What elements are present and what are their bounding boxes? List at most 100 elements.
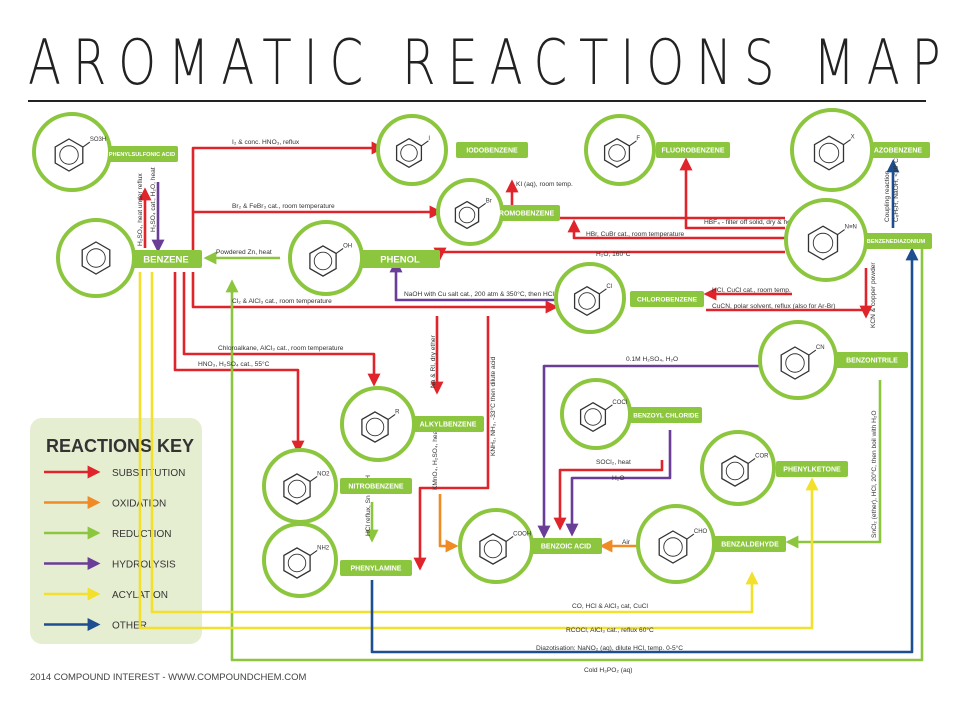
node-circle xyxy=(554,262,626,334)
cond-bromo: Br₂ & FeBr₃ cat., room temperature xyxy=(232,203,335,210)
node-circle xyxy=(758,320,838,400)
substituent-bond xyxy=(686,533,695,540)
benzene-ring-icon xyxy=(81,241,111,275)
cond-cucn: CuCN, polar solvent, reflux (also for Ar… xyxy=(712,303,836,310)
aromatic-circle-icon xyxy=(287,553,307,573)
node-label-bg xyxy=(630,407,702,423)
benzene-ring-icon xyxy=(283,473,311,505)
substituent-label: X xyxy=(851,135,855,141)
substituent-label: OH xyxy=(343,243,352,249)
node-label-bg xyxy=(630,291,704,307)
node-circle xyxy=(700,430,776,506)
benzene-ring-icon xyxy=(721,455,749,487)
node-benzene: BENZENE xyxy=(56,218,202,298)
arrow-chlorobenzene-to-phenylamine xyxy=(413,316,490,571)
aromatic-circle-icon xyxy=(725,461,745,481)
aromatic-circle-icon xyxy=(59,145,79,165)
arrow-diazonium-to-fluorobenzene xyxy=(679,157,785,230)
arrow-to-alkylbenzene xyxy=(182,272,381,387)
node-label: BENZENEDIAZONIUM xyxy=(867,239,926,245)
node-label-bg xyxy=(412,416,484,432)
substituent-label: COR xyxy=(755,453,769,459)
cond-hcl: HCl, CuCl cat., room temp. xyxy=(712,287,791,294)
aromatic-circle-icon xyxy=(86,248,106,268)
cond-sulf-fwd: H₂SO₄, heat under reflux xyxy=(137,173,144,246)
aromatic-circle-icon xyxy=(483,539,503,559)
cond-h3po2: Cold H₃PO₂ (aq) xyxy=(584,667,632,674)
node-label: BENZALDEHYDE xyxy=(721,542,779,549)
node-label-bg xyxy=(340,478,412,494)
benzene-ring-icon xyxy=(603,137,631,169)
substituent-bond xyxy=(605,404,613,411)
node-label-bg xyxy=(106,146,178,162)
aromatic-circle-icon xyxy=(818,142,840,164)
node-label-bg xyxy=(488,205,560,221)
substituent-bond xyxy=(309,475,318,482)
substituent-label: COCl xyxy=(612,400,627,406)
substituent-label: Cl xyxy=(606,284,612,290)
arrow-to-benzoicacid-red xyxy=(553,460,664,531)
cond-snhcl: HCl reflux, Sn NaOH xyxy=(365,475,372,536)
cond-knh2: KNH₂, NH₃, -33°C then dilute acid xyxy=(489,357,497,456)
cond-nitro: HNO₃, H₂SO₄ cat., 55°C xyxy=(198,360,270,368)
benzene-ring-icon xyxy=(780,346,810,380)
cond-diazo: Diazotisation: NaNO₂ (aq), dilute HCl, t… xyxy=(536,644,683,652)
cond-alkyl: Chloroalkane, AlCl₃ cat., room temperatu… xyxy=(218,345,344,352)
arrow-benzoylchloride-to-benzoic xyxy=(565,430,672,537)
reactions-key: REACTIONS KEY SUBSTITUTIONOXIDATIONREDUC… xyxy=(30,418,202,644)
node-circle xyxy=(560,378,632,450)
substituent-label: NH2 xyxy=(317,545,330,551)
arrow-to-chlorobenzene xyxy=(191,272,559,314)
aromatic-circle-icon xyxy=(400,144,418,162)
aromatic-circle-icon xyxy=(608,144,626,162)
key-label: HYDROLYSIS xyxy=(112,560,176,571)
node-label-bg xyxy=(714,536,786,552)
substituent-bond xyxy=(478,202,487,209)
node-circle xyxy=(56,218,136,298)
cond-iodo: I₂ & conc. HNO₃, reflux xyxy=(232,139,300,146)
node-label: CHLOROBENZENE xyxy=(637,296,698,303)
node-label-bg xyxy=(360,250,440,268)
cond-na-ri: Na & RI, dry ether xyxy=(430,334,437,388)
benzene-ring-icon xyxy=(283,547,311,579)
arrow-benzene-to-benzaldehyde xyxy=(150,272,759,614)
aromatic-circle-icon xyxy=(785,353,805,373)
node-label: BENZENE xyxy=(143,254,188,265)
substituent-bond xyxy=(505,535,514,542)
substituent-bond xyxy=(309,549,318,556)
node-circle xyxy=(436,178,504,246)
cond-sncl2: SnCl₂ (ether), HCl, 20°C, then boil with… xyxy=(870,410,878,538)
title-rule xyxy=(28,100,926,102)
aromatic-circle-icon xyxy=(663,537,683,557)
arrow-benzonitrile-to-benzoic xyxy=(537,364,766,539)
node-label: PHENYLSULFONIC ACID xyxy=(109,152,175,158)
condition-labels: I₂ & conc. HNO₃, reflux Br₂ & FeBr₃ cat.… xyxy=(137,139,900,674)
node-circle xyxy=(784,198,868,282)
cond-kmno4: KMnO₄, H₂SO₄, heat xyxy=(432,429,439,490)
cond-naoh: NaOH with Cu salt cat., 200 atm & 350°C,… xyxy=(404,290,554,298)
benzene-ring-icon xyxy=(454,200,480,230)
arrow-to-iodobenzene xyxy=(191,141,385,252)
cond-rcocl: RCOCl, AlCl₃ cat., reflux 60°C xyxy=(566,626,654,634)
cond-kcn: KCN & copper powder xyxy=(870,262,877,328)
substituent-bond xyxy=(387,413,396,420)
arrow-alkyl-to-benzoic xyxy=(438,494,459,553)
node-circle xyxy=(288,220,364,296)
node-circle xyxy=(636,504,716,584)
cond-h2o-short: H₂O xyxy=(612,475,624,482)
cond-hbr: HBr, CuBr cat., room temperature xyxy=(586,231,685,238)
substituent-bond xyxy=(843,139,851,146)
benzene-ring-icon xyxy=(309,245,337,277)
substituent-label: COOH xyxy=(513,531,531,537)
